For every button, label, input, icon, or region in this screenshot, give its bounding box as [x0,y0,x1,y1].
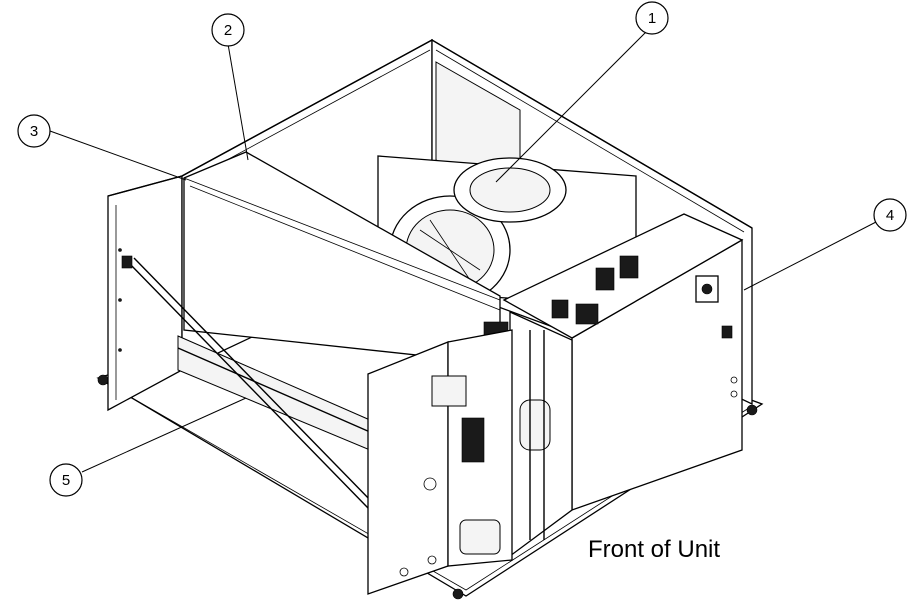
callout-leaders [49,29,877,473]
cabinet-top-edges [107,39,753,229]
callout-2: 2 [211,13,245,47]
front-of-unit-label: Front of Unit [588,536,721,563]
callout-5-label: 5 [62,472,70,489]
callout-2-label: 2 [224,22,232,39]
callout-4-label: 4 [886,207,894,224]
callout-3-label: 3 [30,123,38,140]
callout-1: 1 [635,1,669,35]
left-side-panel [107,175,183,412]
diagonal-brace [121,255,375,509]
callout-3: 3 [17,114,51,148]
callout-1-label: 1 [648,10,656,27]
callout-5: 5 [49,463,83,497]
front-access-panel [367,329,513,595]
control-box [502,213,744,511]
callout-4: 4 [873,198,907,232]
